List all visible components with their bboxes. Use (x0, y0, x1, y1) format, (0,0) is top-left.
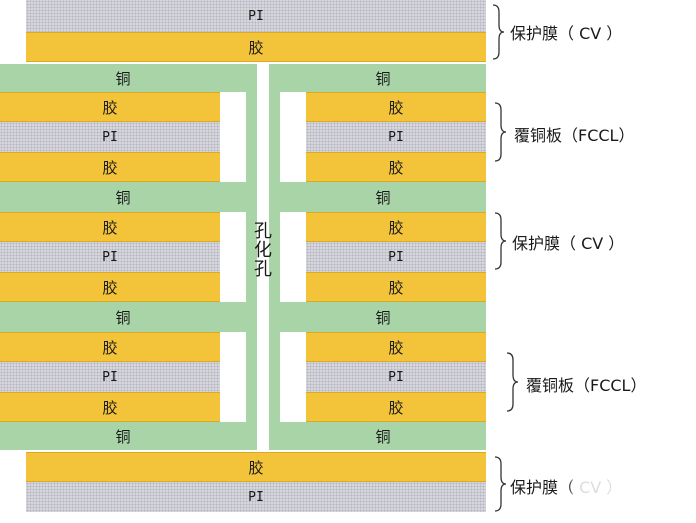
layer-label: PI (248, 8, 264, 24)
bottom-cv-pi-layer: PI (26, 482, 486, 512)
layer-label: 铜 (375, 188, 391, 207)
glue-layer: 胶 (306, 332, 486, 362)
layer-label: 胶 (102, 158, 118, 177)
brace-icon (494, 212, 507, 270)
brace-icon (494, 456, 507, 512)
layer-label: PI (388, 369, 404, 385)
pi-layer: PI (306, 242, 486, 272)
group-label-coverlay: 保护膜（ CV ） (512, 234, 625, 253)
copper-layer: 铜 (0, 64, 246, 92)
layer-label: 铜 (115, 308, 131, 327)
brace-icon (506, 352, 519, 412)
layer-label: 铜 (375, 69, 391, 88)
group-label-coverlay: 保护膜（ CV ） (510, 24, 623, 43)
copper-layer: 铜 (0, 302, 246, 332)
layer-label: 铜 (115, 427, 131, 446)
top-cv-glue-layer: 胶 (26, 32, 486, 62)
layer-label: 胶 (102, 98, 118, 117)
layer-label: PI (248, 489, 264, 505)
layer-label: 铜 (115, 69, 131, 88)
bottom-cv-glue-layer: 胶 (26, 452, 486, 482)
pi-layer: PI (306, 362, 486, 392)
pi-layer: PI (0, 122, 220, 152)
glue-layer: 胶 (306, 212, 486, 242)
layer-label: 铜 (115, 188, 131, 207)
layer-label: 胶 (388, 278, 404, 297)
layer-label: 胶 (248, 38, 264, 57)
glue-layer: 胶 (306, 92, 486, 122)
watermark-overlay (572, 476, 662, 498)
layer-label: PI (102, 129, 118, 145)
layer-label: 胶 (388, 158, 404, 177)
glue-layer: 胶 (0, 332, 220, 362)
layer-label: 铜 (375, 308, 391, 327)
group-label-fccl: 覆铜板（FCCL） (514, 126, 635, 145)
layer-label: 胶 (102, 218, 118, 237)
copper-layer: 铜 (0, 182, 246, 212)
glue-layer: 胶 (0, 392, 220, 422)
layer-label: 胶 (102, 398, 118, 417)
copper-layer: 铜 (0, 422, 246, 450)
layer-label: 胶 (388, 98, 404, 117)
glue-layer: 胶 (306, 152, 486, 182)
glue-layer: 胶 (0, 212, 220, 242)
layer-label: PI (102, 369, 118, 385)
plated-hole-label: 孔 化 孔 (248, 222, 278, 279)
hole-label-char: 孔 (254, 221, 272, 242)
hole-label-char: 化 (254, 240, 272, 261)
through-hole (257, 64, 269, 450)
brace-icon (494, 102, 507, 162)
pi-layer: PI (0, 362, 220, 392)
layer-label: PI (102, 249, 118, 265)
layer-label: 胶 (102, 278, 118, 297)
group-label-fccl: 覆铜板（FCCL） (526, 376, 647, 395)
brace-icon (492, 4, 505, 60)
glue-layer: 胶 (0, 152, 220, 182)
layer-label: 胶 (388, 338, 404, 357)
glue-layer: 胶 (306, 392, 486, 422)
copper-layer: 铜 (280, 64, 486, 92)
glue-layer: 胶 (0, 92, 220, 122)
pi-layer: PI (0, 242, 220, 272)
layer-label: 胶 (248, 458, 264, 477)
pi-layer: PI (306, 122, 486, 152)
layer-label: 胶 (388, 398, 404, 417)
glue-layer: 胶 (306, 272, 486, 302)
layer-label: PI (388, 249, 404, 265)
layer-label: 胶 (388, 218, 404, 237)
top-cv-pi-layer: PI (26, 0, 486, 32)
hole-label-char: 孔 (254, 259, 272, 280)
layer-label: PI (388, 129, 404, 145)
layer-label: 胶 (102, 338, 118, 357)
copper-layer: 铜 (280, 422, 486, 450)
glue-layer: 胶 (0, 272, 220, 302)
layer-label: 铜 (375, 427, 391, 446)
copper-layer: 铜 (280, 302, 486, 332)
copper-layer: 铜 (280, 182, 486, 212)
